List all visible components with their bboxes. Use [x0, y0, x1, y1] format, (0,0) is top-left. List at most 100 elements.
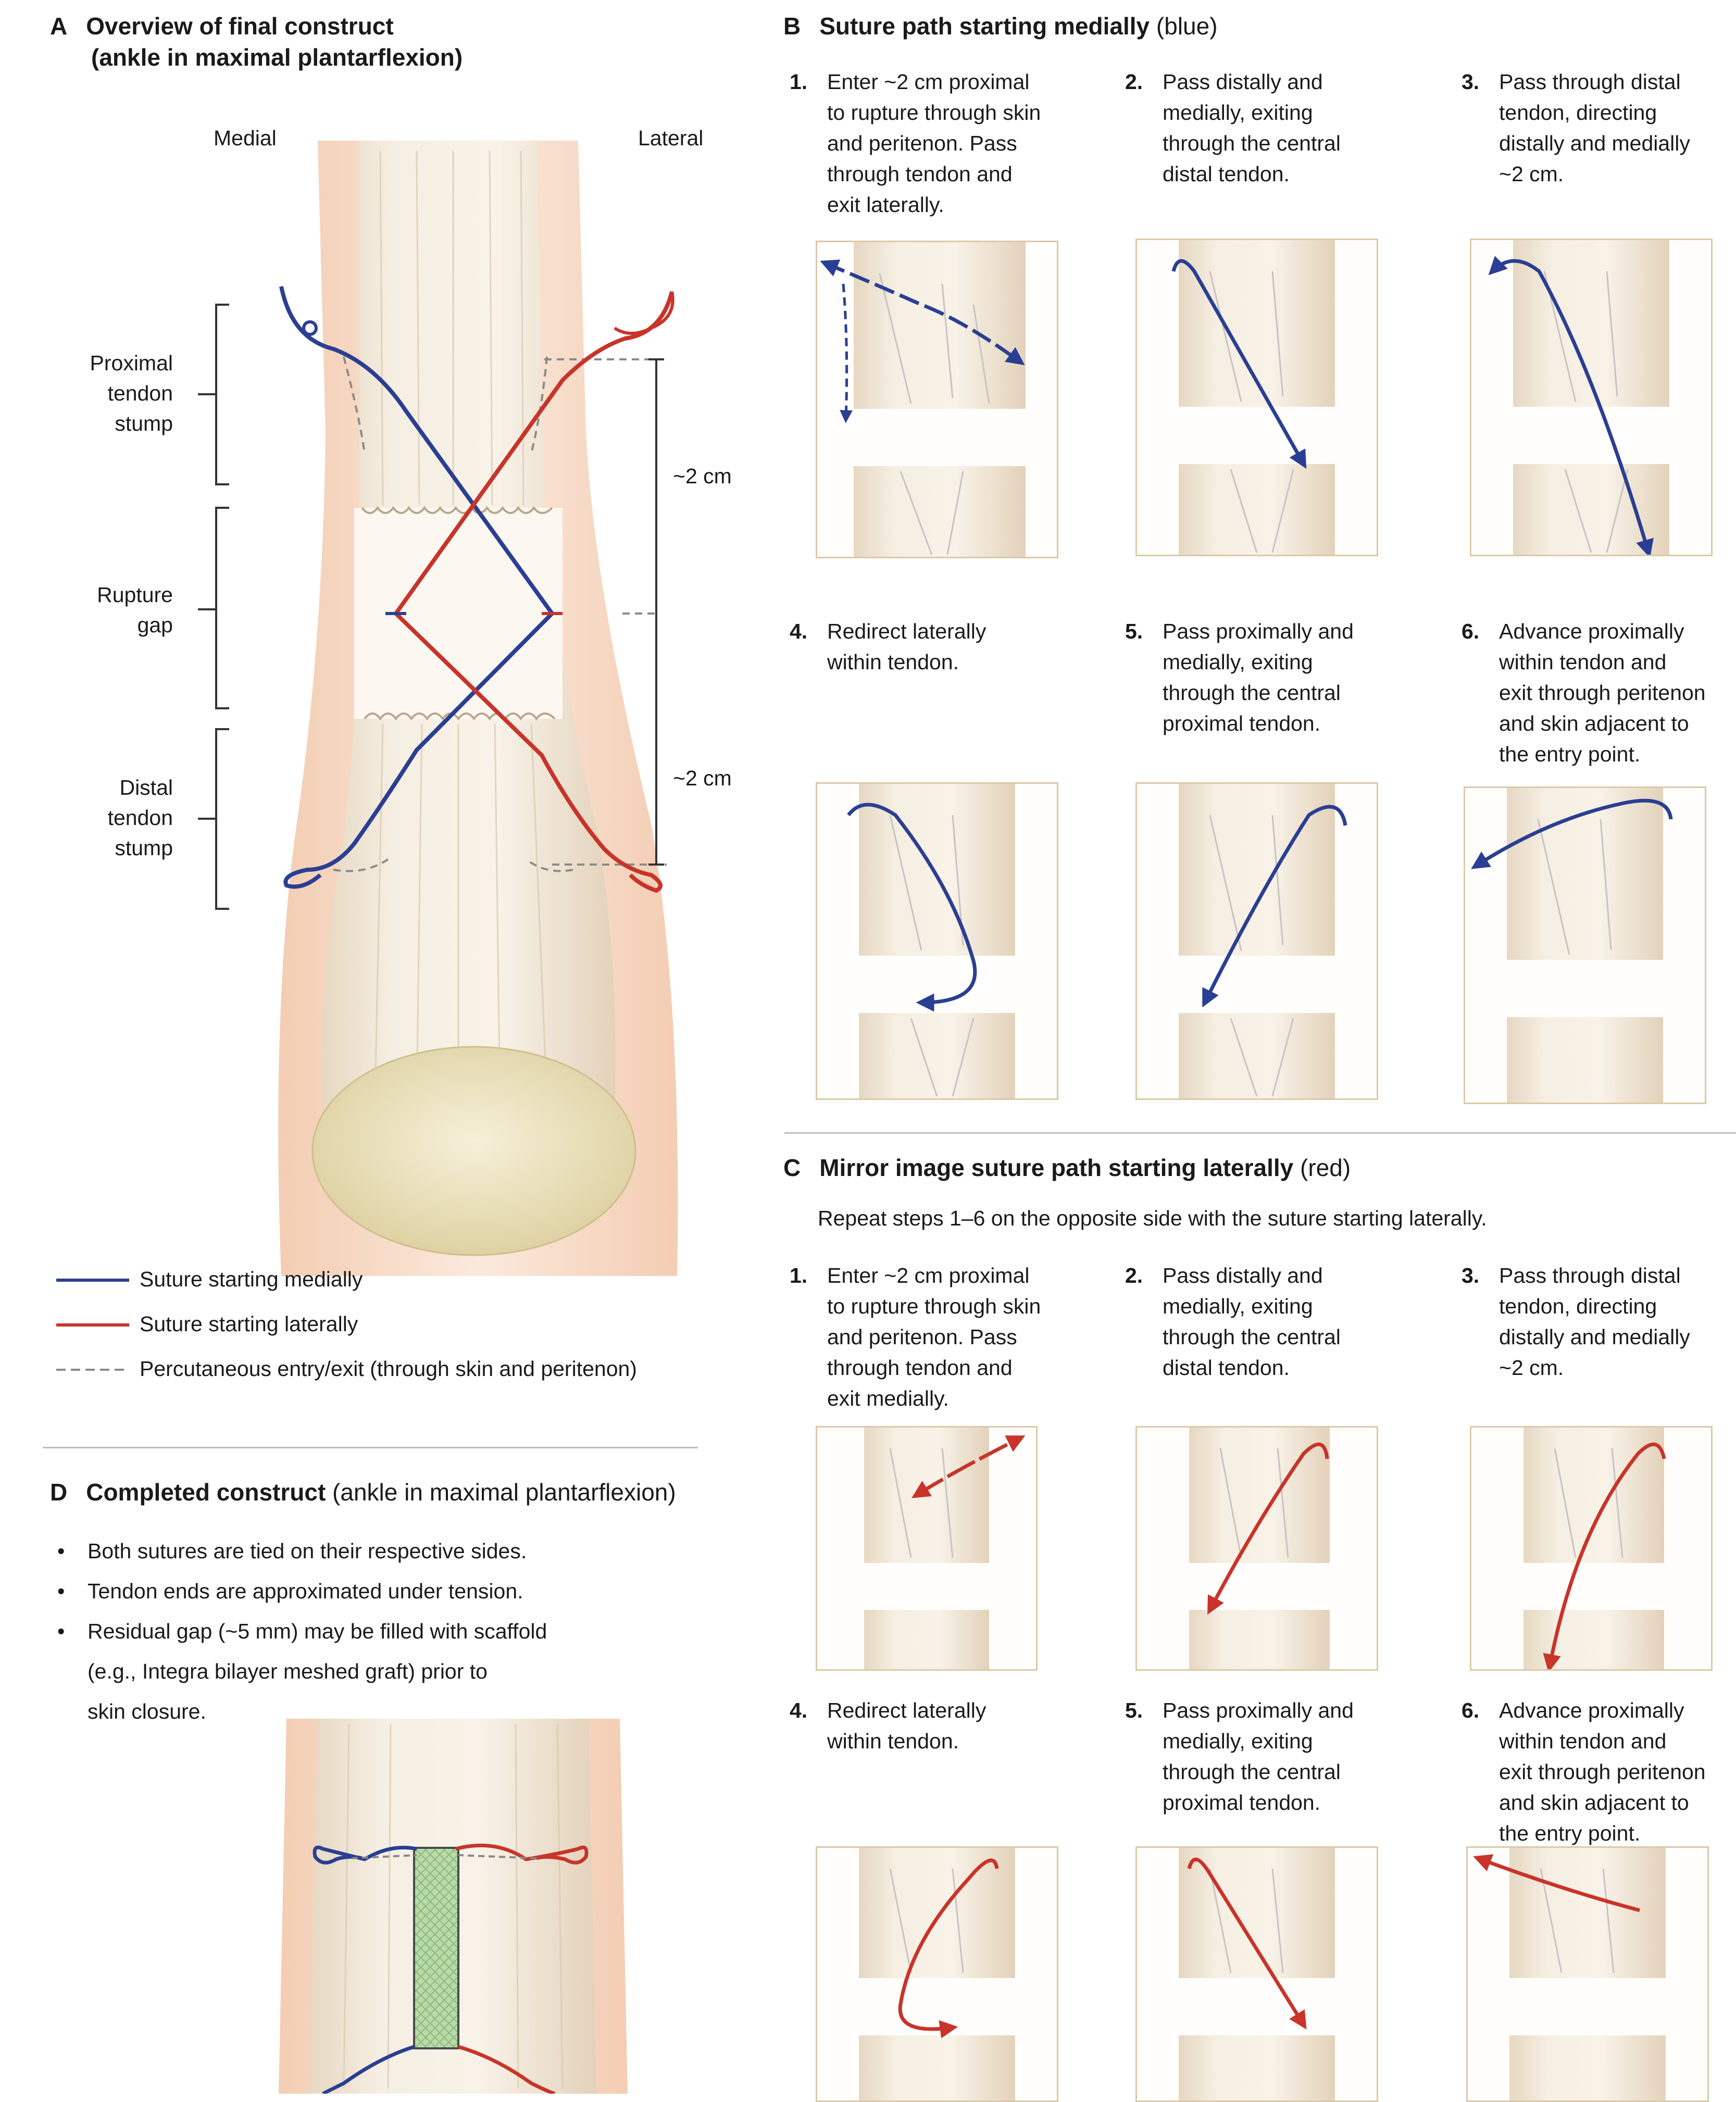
step-line: medially, exiting	[1163, 650, 1313, 674]
panel-c-step-2-illustration	[1135, 1426, 1378, 1671]
panel-c-title-rest: (red)	[1293, 1154, 1351, 1181]
rupture-gap-label-2: gap	[137, 613, 173, 637]
step-number: 3.	[1462, 70, 1480, 94]
distal-stump-label-3: stump	[115, 836, 173, 860]
overview-illustration	[198, 141, 678, 1276]
step-line: distal tendon.	[1163, 1356, 1290, 1380]
proximal-stump	[1179, 784, 1335, 956]
step-line: medially, exiting	[1163, 1729, 1313, 1753]
red-suture	[1207, 1442, 1329, 1615]
step-number: 2.	[1125, 70, 1143, 94]
step-line: distally and medially	[1499, 1325, 1690, 1349]
step-line: Enter ~2 cm proximal	[827, 70, 1030, 94]
step-number: 6.	[1462, 1698, 1480, 1722]
proximal-stump-label-2: tendon	[107, 381, 173, 405]
panel-b-step-3-illustration	[1470, 239, 1713, 556]
step-line: through tendon and	[827, 1356, 1013, 1380]
step-line: through tendon and	[827, 162, 1013, 186]
bullet-item-1: •Both sutures are tied on their respecti…	[57, 1531, 547, 1571]
panel-a-title-line2: (ankle in maximal plantarflexion)	[91, 44, 463, 71]
step-line: tendon, directing	[1499, 1294, 1657, 1318]
step-number: 1.	[790, 70, 808, 94]
distal-stump	[1179, 464, 1335, 555]
blue-suture	[1488, 256, 1654, 555]
panel-b-letter: B	[783, 12, 801, 40]
step-line: exit through peritenon	[1499, 681, 1706, 705]
proximal-stump-label: Proximal tendon stump	[42, 348, 173, 439]
step-number: 1.	[790, 1263, 808, 1287]
panel-c-letter: C	[783, 1154, 801, 1181]
bullet-item-3c: skin closure.	[88, 1692, 547, 1732]
red-loop-proximal	[614, 291, 675, 335]
panel-a-title: A Overview of final construct	[50, 10, 394, 42]
panel-a-letter: A	[50, 12, 68, 40]
panel-c-step-1-illustration	[816, 1426, 1038, 1671]
step-number: 3.	[1462, 1263, 1480, 1287]
step-line: Pass through distal	[1499, 1263, 1681, 1287]
blue-knot-proximal	[302, 320, 318, 336]
panel-c-step-5-illustration	[1135, 1846, 1378, 2102]
fibers	[889, 815, 975, 1097]
distal-stump	[1509, 2035, 1666, 2100]
red-suture	[1473, 1854, 1640, 1912]
distal-stump	[1507, 1017, 1663, 1103]
step-number: 4.	[790, 619, 808, 643]
completed-dashed-top-2	[458, 1854, 537, 1859]
panel-d-title-bold: Completed construct	[86, 1479, 326, 1506]
distal-stump	[1179, 1013, 1335, 1098]
step-line: Redirect laterally	[827, 619, 986, 643]
step-line: medially, exiting	[1163, 101, 1313, 124]
step-line: ~2 cm.	[1499, 1356, 1564, 1380]
blue-suture-exit	[840, 283, 853, 423]
red-suture	[898, 1858, 999, 2038]
blue-suture	[1171, 259, 1307, 469]
panel-b-step-2-illustration	[1135, 239, 1378, 556]
distal-stump-label: Distal tendon stump	[42, 772, 173, 863]
step-line: and skin adjacent to	[1499, 1791, 1689, 1815]
legend-label-red: Suture starting laterally	[140, 1312, 358, 1336]
step-line: and peritenon. Pass	[827, 131, 1017, 155]
distal-stump-end	[364, 712, 556, 721]
step-line: exit medially.	[827, 1386, 949, 1410]
distal-stump	[1179, 2035, 1335, 2100]
bullet-text-2: Tendon ends are approximated under tensi…	[88, 1579, 523, 1603]
completed-blue-suture-bottom	[322, 2045, 415, 2094]
proximal-stump-end	[361, 506, 553, 514]
fibers	[889, 1868, 964, 1973]
distal-stump	[1523, 1610, 1664, 1669]
step-line: through the central	[1163, 131, 1341, 155]
blue-suture	[847, 803, 977, 1012]
step-line: within tendon.	[827, 650, 959, 674]
red-suture	[1187, 1857, 1307, 2030]
legend-label-dashed: Percutaneous entry/exit (through skin an…	[140, 1357, 637, 1381]
step-number: 5.	[1125, 1698, 1143, 1722]
blue-suture-path	[279, 286, 555, 889]
step-line: proximal tendon.	[1163, 1791, 1321, 1815]
panel-c-title-bold: Mirror image suture path starting latera…	[819, 1154, 1294, 1181]
panel-d-letter: D	[50, 1479, 68, 1506]
proximal-stump	[1179, 1848, 1335, 1978]
step-number: 6.	[1462, 619, 1480, 643]
step-line: exit laterally.	[827, 193, 944, 217]
panel-c-title: C Mirror image suture path starting later…	[783, 1152, 1351, 1183]
proximal-stump	[1507, 788, 1663, 960]
step-line: Advance proximally	[1499, 1698, 1684, 1722]
panel-a-title-line1: Overview of final construct	[86, 12, 394, 40]
lateral-label: Lateral	[638, 126, 704, 150]
panel-d-bullets: •Both sutures are tied on their respecti…	[57, 1531, 547, 1732]
proximal-stump	[859, 784, 1015, 956]
divider-a-d	[43, 1447, 698, 1448]
legend-swatches	[56, 1279, 129, 1371]
medial-label: Medial	[214, 126, 277, 150]
step-line: and peritenon. Pass	[827, 1325, 1017, 1349]
step-line: Pass distally and	[1163, 70, 1323, 94]
calcaneus-bone	[311, 1046, 636, 1256]
bullet-text-1: Both sutures are tied on their respectiv…	[88, 1539, 527, 1563]
step-line: within tendon and	[1499, 1729, 1667, 1753]
step-line: exit through peritenon	[1499, 1760, 1706, 1784]
completed-fibers	[343, 1723, 564, 2089]
step-line: within tendon.	[827, 1729, 959, 1753]
panel-b-title-bold: Suture path starting medially	[819, 12, 1150, 40]
step-line: the entry point.	[1499, 742, 1641, 766]
distal-stump	[864, 1610, 989, 1669]
